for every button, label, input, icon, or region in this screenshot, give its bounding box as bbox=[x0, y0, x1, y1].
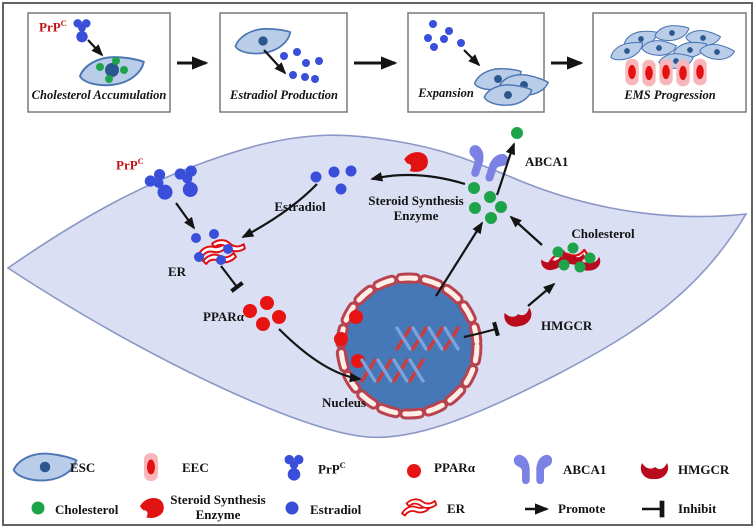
inhibit-bar-nucleus-hmgcr bbox=[463, 321, 500, 339]
ppara-label: PPARα bbox=[203, 309, 244, 324]
promote-arrow-ppara-nucleus bbox=[278, 328, 362, 383]
estradiol-dots bbox=[280, 48, 323, 83]
legend-esc-icon bbox=[12, 452, 78, 482]
stage1-graphics bbox=[73, 19, 147, 89]
inhibit-bar-er-ppara bbox=[220, 265, 244, 293]
legend-estradiol-icon bbox=[285, 501, 299, 515]
cholesterol-hmgcr-complex bbox=[540, 242, 602, 273]
legend-enzyme-label-line1: Steroid Synthesis bbox=[170, 492, 266, 507]
abca1-label: ABCA1 bbox=[525, 154, 569, 169]
stage3-label: Expansion bbox=[418, 86, 474, 100]
nucleus bbox=[334, 272, 483, 420]
legend-ppara-label: PPARα bbox=[434, 460, 475, 475]
cholesterol-dots bbox=[96, 57, 128, 83]
stage2-graphics bbox=[233, 25, 323, 83]
promote-arrow-estradiol-er bbox=[241, 183, 318, 238]
cell-nucleus-dot bbox=[105, 63, 119, 77]
promote-arrow-prpc-er bbox=[175, 202, 196, 230]
legend-ppara-icon bbox=[407, 464, 421, 478]
stage1-label: Cholesterol Accumulation bbox=[31, 88, 167, 102]
stage4-label: EMS Progression bbox=[624, 88, 716, 102]
promote-arrow-icon bbox=[87, 39, 104, 57]
stage2-label: Estradiol Production bbox=[229, 88, 339, 102]
estradiol-dots bbox=[424, 20, 465, 51]
prpc-label-cell: PrPC bbox=[116, 156, 144, 173]
legend-esc-label: ESC bbox=[70, 460, 96, 475]
promote-arrow-nucleus-enzyme bbox=[435, 221, 483, 297]
promote-arrow-hmgcr-cholesterol bbox=[527, 282, 556, 307]
legend-inhibit-label: Inhibit bbox=[678, 501, 717, 516]
ppara-dots-nucleus bbox=[334, 310, 365, 368]
promote-arrow-icon bbox=[263, 49, 287, 75]
promote-arrow-abca1-export bbox=[495, 142, 516, 196]
legend-er-label: ER bbox=[447, 501, 466, 516]
legend-enzyme-icon bbox=[138, 495, 167, 521]
legend-eec-label: EEC bbox=[182, 460, 209, 475]
prpc-label-stage1: PrPC bbox=[39, 18, 67, 35]
promote-arrow-icon bbox=[463, 49, 481, 67]
enzyme-label-line1: Steroid Synthesis bbox=[368, 193, 464, 208]
estradiol-label: Estradiol bbox=[274, 199, 326, 214]
legend-abca1-icon bbox=[513, 454, 553, 485]
promote-arrow-enzyme-estradiol bbox=[370, 172, 466, 186]
legend-abca1-label: ABCA1 bbox=[563, 462, 607, 477]
legend-eec-icon bbox=[144, 453, 158, 481]
cholesterol-dots-main bbox=[468, 127, 523, 224]
pathway-arrows bbox=[175, 142, 556, 383]
stage3-graphics bbox=[424, 20, 550, 106]
er-complex bbox=[191, 229, 247, 266]
hmgcr-label: HMGCR bbox=[541, 318, 593, 333]
legend-prpc-icon bbox=[284, 454, 304, 481]
nucleus-label: Nucleus bbox=[322, 395, 367, 410]
legend-prpc-label: PrPC bbox=[318, 460, 346, 477]
promote-arrow-cholesterol-pool bbox=[509, 215, 543, 246]
cholesterol-dots-complex bbox=[552, 242, 596, 273]
prpc-bound-dots bbox=[191, 229, 233, 265]
ppara-dots bbox=[243, 296, 286, 331]
eec-cell-row bbox=[625, 58, 707, 87]
legend-cholesterol-icon bbox=[31, 501, 45, 515]
legend-enzyme-label-line2: Enzyme bbox=[195, 507, 241, 522]
exported-cholesterol-dot bbox=[511, 127, 523, 139]
legend-hmgcr-icon bbox=[640, 463, 669, 480]
legend-promote-label: Promote bbox=[558, 501, 606, 516]
er-label: ER bbox=[168, 264, 187, 279]
legend-hmgcr-label: HMGCR bbox=[678, 462, 730, 477]
legend-cholesterol-label: Cholesterol bbox=[55, 502, 119, 517]
estradiol-dots-main bbox=[310, 165, 357, 195]
cholesterol-label: Cholesterol bbox=[571, 226, 635, 241]
legend-icons bbox=[12, 452, 669, 521]
enzyme-label-line2: Enzyme bbox=[393, 208, 439, 223]
legend-er-icon bbox=[400, 497, 438, 517]
legend-estradiol-label: Estradiol bbox=[310, 502, 362, 517]
